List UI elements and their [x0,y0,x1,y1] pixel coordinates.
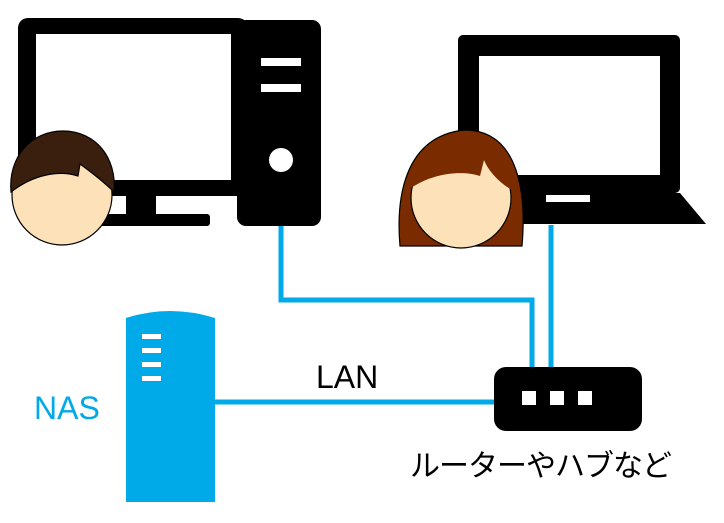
lan-label: LAN [316,359,379,395]
router-icon [494,367,642,431]
pc-tower-icon [237,20,321,226]
nas-label: NAS [34,390,100,426]
router-label: ルーターやハブなど [410,449,672,484]
female-user-icon [398,129,524,249]
laptop-icon [458,35,706,224]
lan-cables [215,225,554,405]
cable-pc-to-router [278,225,535,368]
nas-icon [126,311,215,502]
male-user-icon [10,130,115,246]
